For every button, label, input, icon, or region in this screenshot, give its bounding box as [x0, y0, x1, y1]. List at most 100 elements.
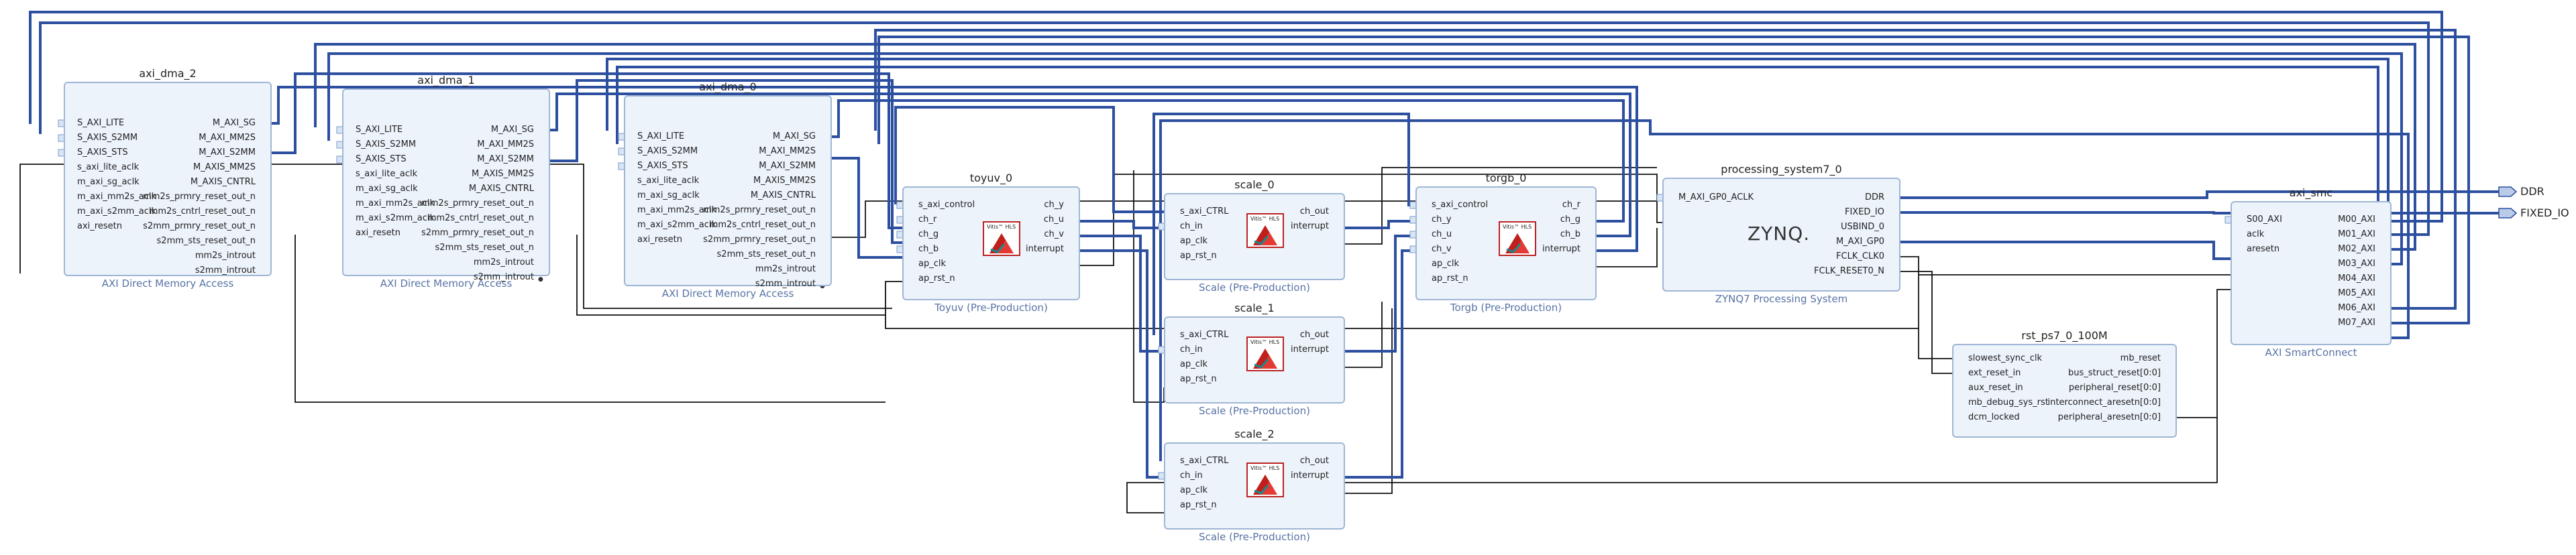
bus-wire [832, 99, 1625, 223]
port-s2mm-sts-reset-out-n: s2mm_sts_reset_out_n [156, 236, 256, 246]
external-port-fixed-io: FIXED_IO [2520, 206, 2569, 219]
block-axi-dma-2[interactable] [64, 82, 272, 276]
port-dcm-locked: dcm_locked [1968, 412, 2020, 422]
block-rst-ps7-0-100M[interactable] [1952, 344, 2177, 438]
block-subtitle: Torgb (Pre-Production) [1450, 302, 1562, 314]
port-ch-in: ch_in [1180, 345, 1203, 355]
port-m-axis-mm2s: M_AXIS_MM2S [471, 169, 534, 179]
port-m-axi-s2mm-aclk: m_axi_s2mm_aclk [637, 220, 717, 230]
port-m-axi-mm2s-aclk: m_axi_mm2s_aclk [77, 192, 157, 202]
port-ap-clk: ap_clk [1432, 259, 1460, 269]
external-port-fixed-io-icon[interactable] [2498, 208, 2518, 219]
port-s-axi-lite: S_AXI_LITE [77, 118, 125, 128]
port-ap-rst-n: ap_rst_n [1180, 251, 1217, 261]
port-s-axis-sts: S_AXIS_STS [77, 147, 128, 158]
bus-wire [327, 52, 2403, 265]
port-m06-axi: M06_AXI [2338, 303, 2375, 313]
interrupt-net [1345, 302, 1383, 368]
bus-wire [1345, 249, 1415, 479]
port-s2mm-introut: s2mm_introut [473, 272, 534, 282]
port-s2mm-sts-reset-out-n: s2mm_sts_reset_out_n [435, 243, 534, 253]
vitis-hls-logo: Vitis™ HLS [983, 221, 1020, 256]
bus-wire [832, 157, 902, 259]
port-m-axi-sg: M_AXI_SG [490, 125, 534, 135]
bus-wire [1080, 249, 1164, 479]
port-m-axis-mm2s: M_AXIS_MM2S [753, 176, 816, 186]
clock-net [294, 235, 885, 403]
port-fclk-reset0-n: FCLK_RESET0_N [1814, 266, 1884, 276]
block-axi-dma-0[interactable] [624, 95, 832, 286]
vitis-hls-logo-text: Vitis™ HLS [1250, 465, 1280, 471]
port-mm2s-prmry-reset-out-n: mm2s_prmry_reset_out_n [703, 205, 816, 215]
bus-wire [314, 43, 2416, 251]
block-subtitle: Scale (Pre-Production) [1199, 405, 1310, 417]
port-peripheral-aresetn-0-0-: peripheral_aresetn[0:0] [2057, 412, 2161, 422]
external-port-ddr: DDR [2520, 185, 2544, 198]
port-s00-axi: S00_AXI [2247, 214, 2282, 225]
pin-s2mm-introut[interactable]: ● [538, 276, 543, 283]
port-ch-in: ch_in [1180, 221, 1203, 231]
port-s-axi-control: s_axi_control [1432, 200, 1489, 210]
bus-wire [1900, 211, 2499, 214]
vitis-hls-logo: Vitis™ HLS [1246, 462, 1284, 497]
port-m-axis-cntrl: M_AXIS_CNTRL [750, 190, 816, 200]
port-s-axis-sts: S_AXIS_STS [637, 161, 688, 171]
port-interrupt: interrupt [1291, 471, 1329, 481]
port-s-axis-s2mm: S_AXIS_S2MM [637, 146, 698, 156]
port-ch-b: ch_b [918, 244, 939, 254]
reset-net [1126, 418, 2218, 513]
bus-wire [1159, 119, 2410, 461]
port-ch-in: ch_in [1180, 471, 1203, 481]
port-ch-v: ch_v [1432, 244, 1452, 254]
bus-wire [1080, 220, 1164, 229]
port-m-axi-mm2s-aclk: m_axi_mm2s_aclk [637, 205, 717, 215]
block-title: axi_dma_2 [139, 67, 197, 80]
interrupt-net [1345, 308, 1393, 494]
block-processing-system7-0[interactable] [1662, 178, 1900, 292]
port-s2mm-sts-reset-out-n: s2mm_sts_reset_out_n [716, 249, 816, 259]
bus-wire [1900, 190, 2499, 199]
port-slowest-sync-clk: slowest_sync_clk [1968, 353, 2042, 363]
bus-wire [29, 11, 2443, 223]
port-m-axi-gp0: M_AXI_GP0 [1835, 237, 1884, 247]
block-subtitle: AXI Direct Memory Access [661, 288, 794, 300]
port-interrupt: interrupt [1291, 221, 1329, 231]
bus-wire [1900, 241, 2231, 260]
port-usbind-0: USBIND_0 [1840, 222, 1884, 232]
port-m-axis-mm2s: M_AXIS_MM2S [193, 162, 256, 172]
port-m07-axi: M07_AXI [2338, 318, 2375, 328]
port-fixed-io: FIXED_IO [1844, 207, 1884, 217]
bus-wire [272, 72, 902, 229]
block-subtitle: Scale (Pre-Production) [1199, 531, 1310, 543]
vitis-hls-logo-text: Vitis™ HLS [1250, 216, 1280, 222]
pin-s2mm-introut[interactable]: ● [820, 283, 825, 290]
port-s-axi-lite: S_AXI_LITE [637, 131, 685, 141]
bus-wire [550, 92, 1631, 237]
bus-wire [1080, 235, 1164, 353]
port-m-axi-s2mm: M_AXI_S2MM [199, 147, 256, 158]
block-axi-smc[interactable] [2231, 201, 2392, 345]
vitis-hls-logo-text: Vitis™ HLS [1503, 224, 1532, 230]
block-subtitle: AXI Direct Memory Access [101, 278, 234, 290]
block-subtitle: Scale (Pre-Production) [1199, 282, 1310, 294]
port-mm2s-cntrl-reset-out-n: mm2s_cntrl_reset_out_n [427, 213, 534, 223]
port-m03-axi: M03_AXI [2338, 259, 2375, 269]
port-s-axi-ctrl: s_axi_CTRL [1180, 456, 1229, 466]
port-m05-axi: M05_AXI [2338, 288, 2375, 298]
clock-net [1918, 328, 1952, 359]
port-mm2s-prmry-reset-out-n: mm2s_prmry_reset_out_n [143, 192, 256, 202]
port-mm2s-introut: mm2s_introut [195, 251, 256, 261]
port-ch-out: ch_out [1299, 330, 1329, 340]
external-port-ddr-icon[interactable] [2498, 186, 2518, 197]
port-ch-g: ch_g [918, 229, 939, 239]
port-ch-out: ch_out [1299, 206, 1329, 217]
bus-wire [550, 79, 902, 244]
port-mm2s-cntrl-reset-out-n: mm2s_cntrl_reset_out_n [709, 220, 816, 230]
port-ap-rst-n: ap_rst_n [1180, 374, 1217, 384]
port-m-axis-cntrl: M_AXIS_CNTRL [468, 184, 534, 194]
port-ch-u: ch_u [1043, 214, 1064, 225]
block-axi-dma-1[interactable] [342, 88, 550, 276]
block-title: toyuv_0 [969, 172, 1013, 184]
port-m01-axi: M01_AXI [2338, 229, 2375, 239]
port-m-axi-sg-aclk: m_axi_sg_aclk [77, 177, 140, 187]
